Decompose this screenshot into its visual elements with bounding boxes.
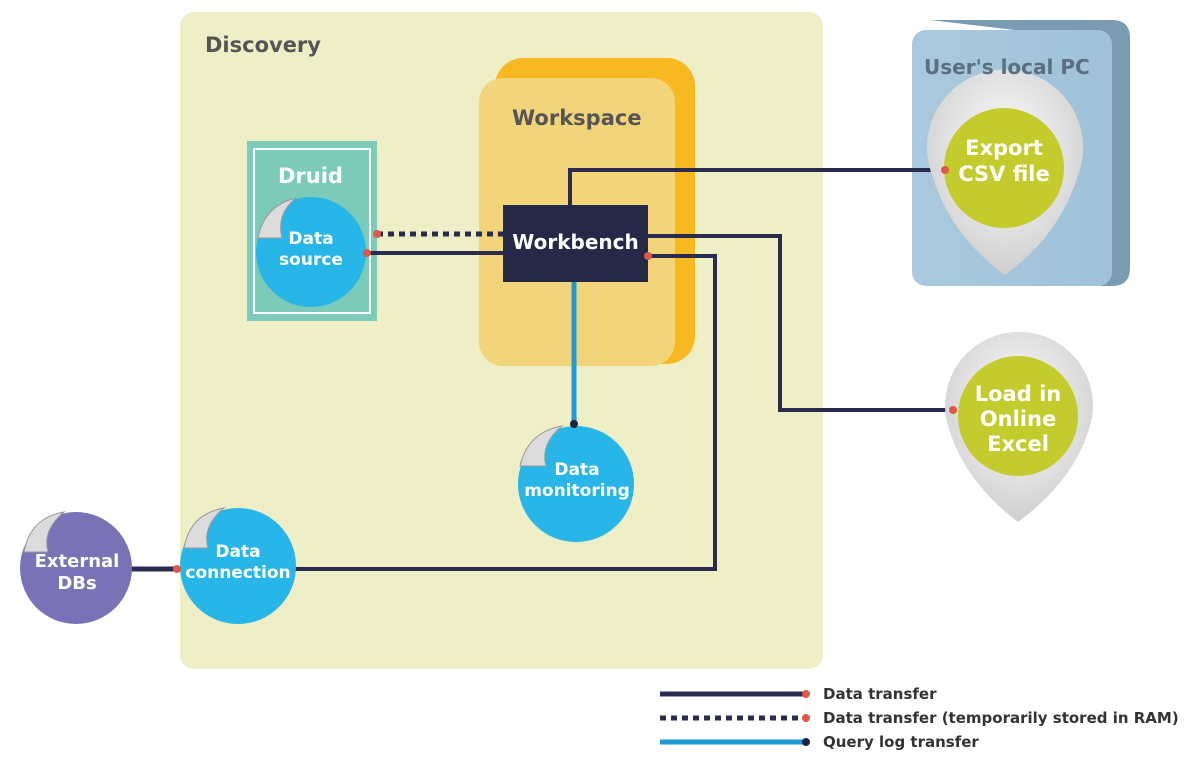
data-source-line2: source [279, 249, 343, 270]
legend-label-query-log: Query log transfer [823, 733, 979, 751]
workbench-label: Workbench [512, 230, 639, 254]
endpoint-dots [173, 166, 957, 573]
legend-label-data-transfer: Data transfer [823, 685, 937, 703]
data-source-label: Data source [261, 229, 361, 270]
export-csv-label: Export CSV file [944, 136, 1064, 187]
workbench-node [503, 205, 648, 282]
data-monitoring-curl-icon [519, 425, 564, 467]
legend [660, 690, 810, 746]
data-monitoring-bubble [518, 426, 634, 542]
excel-line [648, 234, 953, 412]
legend-dot-solid [802, 690, 810, 698]
excel-line3: Excel [987, 432, 1049, 457]
legend-dot-dotted [802, 714, 810, 722]
excel-line2: Online [979, 407, 1057, 432]
data-connection-line2: connection [185, 562, 291, 583]
dot-data-connection [173, 565, 181, 573]
data-connection-line1: Data [215, 542, 261, 562]
external-dbs-label: External DBs [22, 551, 132, 595]
export-csv-line [568, 168, 945, 205]
workspace-title: Workspace [512, 106, 642, 130]
dot-export-csv [941, 166, 949, 174]
legend-dot-query [802, 738, 810, 746]
external-dbs-curl-icon [23, 511, 66, 553]
dot-datasource [363, 249, 371, 257]
export-csv-line1: Export [965, 136, 1043, 160]
export-csv-line2: CSV file [958, 161, 1050, 186]
excel-label: Load in Online Excel [958, 382, 1078, 458]
external-dbs-line2: DBs [57, 572, 97, 594]
data-connection-bubble [180, 508, 296, 624]
data-source-line1: Data [288, 229, 334, 249]
data-connection-line [295, 254, 717, 571]
local-pc-title: User's local PC [924, 55, 1090, 79]
data-monitoring-line1: Data [554, 460, 600, 480]
external-dbs-line1: External [34, 551, 120, 572]
druid-inner-border [253, 148, 371, 314]
druid-title: Druid [278, 164, 343, 188]
excel-bubble [958, 356, 1078, 476]
connections [128, 168, 953, 572]
data-connection-curl-icon [183, 507, 226, 549]
export-csv-bubble [944, 108, 1064, 228]
data-connection-label: Data connection [181, 542, 295, 583]
data-monitoring-line2: monitoring [524, 480, 630, 501]
discovery-title: Discovery [205, 33, 321, 57]
dot-excel [949, 406, 957, 414]
dot-workbench-in [644, 252, 652, 260]
data-source-curl-icon [257, 197, 297, 239]
excel-line1: Load in [974, 382, 1062, 406]
data-source-bubble [256, 197, 366, 307]
data-monitoring-label: Data monitoring [521, 460, 633, 501]
dot-ram-source [373, 230, 381, 238]
dot-monitoring [570, 420, 578, 428]
external-dbs-bubble [20, 512, 132, 624]
legend-label-ram-transfer: Data transfer (temporarily stored in RAM… [823, 709, 1179, 727]
